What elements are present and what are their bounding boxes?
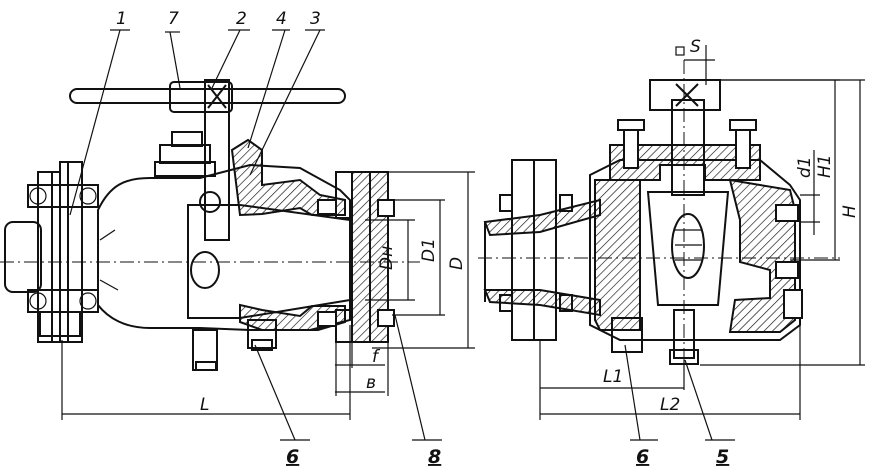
callout-1: 1	[116, 9, 127, 29]
body-wall-left	[594, 179, 641, 331]
right-stem	[671, 99, 705, 196]
right-plug	[646, 191, 730, 306]
left-drain-plug	[247, 319, 277, 349]
dim-Dn: Dн	[377, 246, 397, 270]
dim-D: D	[447, 257, 467, 270]
callout-4: 4	[276, 9, 287, 29]
left-valve-body	[97, 163, 351, 331]
stem-square	[649, 79, 721, 111]
dim-L1: L1	[603, 367, 623, 387]
dim-d1: d1	[795, 156, 815, 178]
right-view: S L1 L2 d1 H1 H 6 5	[478, 37, 865, 468]
callout-6-left: 6	[286, 446, 299, 468]
callout-3: 3	[310, 9, 321, 29]
dim-L2: L2	[660, 395, 680, 415]
left-gland	[159, 144, 211, 164]
right-flange-a	[351, 171, 371, 343]
dim-H: H	[840, 205, 860, 218]
callout-7: 7	[168, 9, 179, 29]
right-view-flange-outer	[511, 159, 535, 341]
left-plug	[187, 204, 351, 319]
left-flange-inner	[59, 161, 83, 343]
dim-H1: H1	[815, 154, 835, 178]
left-handle	[69, 88, 346, 104]
callout-8: 8	[428, 446, 441, 468]
callout-5: 5	[716, 446, 729, 468]
left-handle-hub	[169, 81, 233, 113]
left-flange-bolt-top	[27, 184, 99, 208]
dim-D1: D1	[419, 238, 439, 262]
dim-S: S	[690, 37, 701, 57]
bottom-stem	[673, 309, 695, 359]
left-view: 1 7 2 4 3 L f в Dн D1 D 6 8	[0, 9, 475, 468]
callout-2: 2	[236, 9, 247, 29]
dim-b: в	[366, 373, 376, 393]
left-pipe-stub	[4, 221, 42, 293]
left-stem	[204, 79, 230, 241]
callout-6-right: 6	[636, 446, 649, 468]
dim-f: f	[372, 347, 381, 367]
right-drain-plug	[611, 317, 643, 353]
right-view-flange-inner	[533, 159, 557, 341]
dim-L: L	[200, 395, 209, 415]
